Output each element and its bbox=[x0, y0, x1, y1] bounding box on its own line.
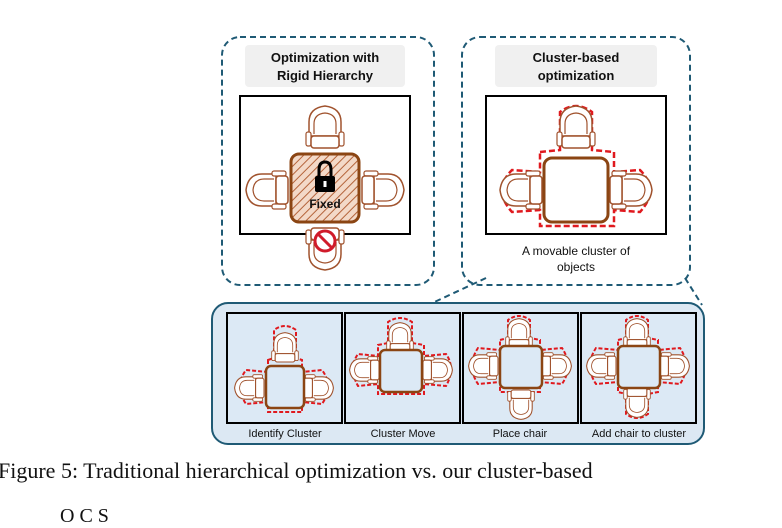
no-entry-icon bbox=[313, 229, 337, 253]
steps-strip: Identify Cluster Cluster Move Place chai… bbox=[211, 302, 705, 445]
lock-icon bbox=[315, 160, 335, 192]
chair-left bbox=[499, 170, 543, 210]
chair-right bbox=[609, 170, 653, 210]
step-identify-cluster: Identify Cluster bbox=[226, 312, 343, 440]
rigid-hierarchy-panel: Optimization with Rigid Hierarchy Fixed bbox=[221, 36, 435, 286]
chair-top bbox=[305, 105, 345, 149]
step-cluster-move: Cluster Move bbox=[344, 312, 461, 440]
step-place-chair: Place chair bbox=[462, 312, 579, 440]
fixed-label: Fixed bbox=[309, 197, 340, 211]
cluster-title-line2: optimization bbox=[538, 68, 615, 83]
step-label: Identify Cluster bbox=[248, 428, 322, 440]
connector-right bbox=[684, 277, 703, 306]
chair-top bbox=[556, 105, 596, 149]
cluster-caption-line1: A movable cluster of bbox=[522, 244, 631, 258]
chair-right bbox=[361, 170, 405, 210]
cropped-heading-line: O C S bbox=[60, 505, 109, 527]
table bbox=[542, 156, 610, 224]
chair-left bbox=[245, 170, 289, 210]
cluster-title-line1: Cluster-based bbox=[533, 50, 620, 65]
cluster-optimization-panel: Cluster-based optimization A movable clu… bbox=[461, 36, 691, 286]
rigid-title-line2: Rigid Hierarchy bbox=[277, 68, 374, 83]
step-add-chair: Add chair to cluster bbox=[580, 312, 697, 440]
step-label: Cluster Move bbox=[371, 428, 436, 440]
step-label: Place chair bbox=[493, 428, 548, 440]
figure-caption: Figure 5: Traditional hierarchical optim… bbox=[0, 458, 593, 483]
rigid-title-line1: Optimization with bbox=[271, 50, 379, 65]
step-label: Add chair to cluster bbox=[592, 428, 686, 440]
connector-left bbox=[427, 277, 487, 306]
cluster-caption-line2: objects bbox=[557, 260, 595, 274]
